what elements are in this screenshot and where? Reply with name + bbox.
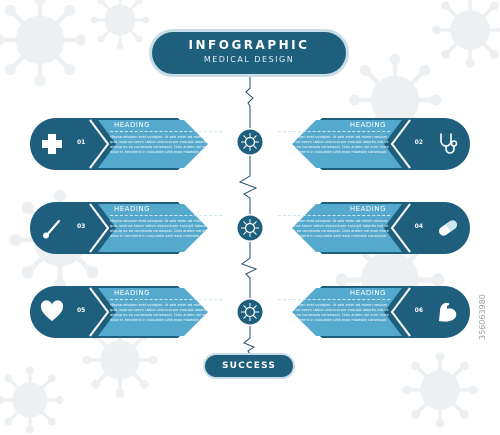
step-number: 03 (77, 223, 86, 230)
step-heading: HEADING (114, 121, 151, 129)
pill-capsule-icon (435, 215, 461, 241)
step-card-05: 05 HEADING Magna aliquam erat volutpat. … (28, 284, 248, 340)
medical-cross-icon (39, 131, 65, 157)
step-description: Magna aliquam erat volutpat. Ut wisi eni… (278, 219, 389, 238)
step-card-06: 06 HEADING Magna aliquam erat volutpat. … (252, 284, 472, 340)
step-heading: HEADING (349, 121, 386, 129)
step-description: Magna aliquam erat volutpat. Ut wisi eni… (278, 303, 389, 322)
success-badge: SUCCESS (205, 355, 293, 377)
divider (110, 215, 222, 216)
virus-hub-icon (237, 129, 263, 155)
step-card-04: 04 HEADING Magna aliquam erat volutpat. … (252, 200, 472, 256)
step-number: 06 (414, 307, 423, 314)
muscle-arm-icon (435, 299, 461, 325)
virus-hub-icon (237, 215, 263, 241)
step-card-03: 03 HEADING Magna aliquam erat volutpat. … (28, 200, 248, 256)
subtitle-text: MEDICAL DESIGN (203, 55, 295, 64)
step-number: 02 (414, 139, 423, 146)
step-card-02: 02 HEADING Magna aliquam erat volutpat. … (252, 116, 472, 172)
thermometer-icon (39, 215, 65, 241)
step-description: Magna aliquam erat volutpat. Ut wisi eni… (110, 219, 221, 238)
step-heading: HEADING (114, 205, 151, 213)
title-banner: INFOGRAPHIC MEDICAL DESIGN (152, 32, 346, 74)
divider (278, 131, 390, 132)
step-description: Magna aliquam erat volutpat. Ut wisi eni… (110, 303, 221, 322)
title-text: INFOGRAPHIC (188, 38, 310, 52)
stock-id-watermark: 356063980 (478, 294, 487, 340)
step-description: Magna aliquam erat volutpat. Ut wisi eni… (110, 135, 221, 154)
step-number: 05 (77, 307, 86, 314)
divider (110, 299, 222, 300)
step-description: Magna aliquam erat volutpat. Ut wisi eni… (278, 135, 389, 154)
divider (278, 215, 390, 216)
step-number: 01 (77, 139, 86, 146)
step-heading: HEADING (349, 289, 386, 297)
divider (278, 299, 390, 300)
stethoscope-icon (435, 131, 461, 157)
divider (110, 131, 222, 132)
step-heading: HEADING (349, 205, 386, 213)
step-card-01: 01 HEADING Magna aliquam erat volutpat. … (28, 116, 248, 172)
heart-icon (39, 299, 65, 325)
step-heading: HEADING (114, 289, 151, 297)
step-number: 04 (414, 223, 423, 230)
virus-hub-icon (237, 299, 263, 325)
